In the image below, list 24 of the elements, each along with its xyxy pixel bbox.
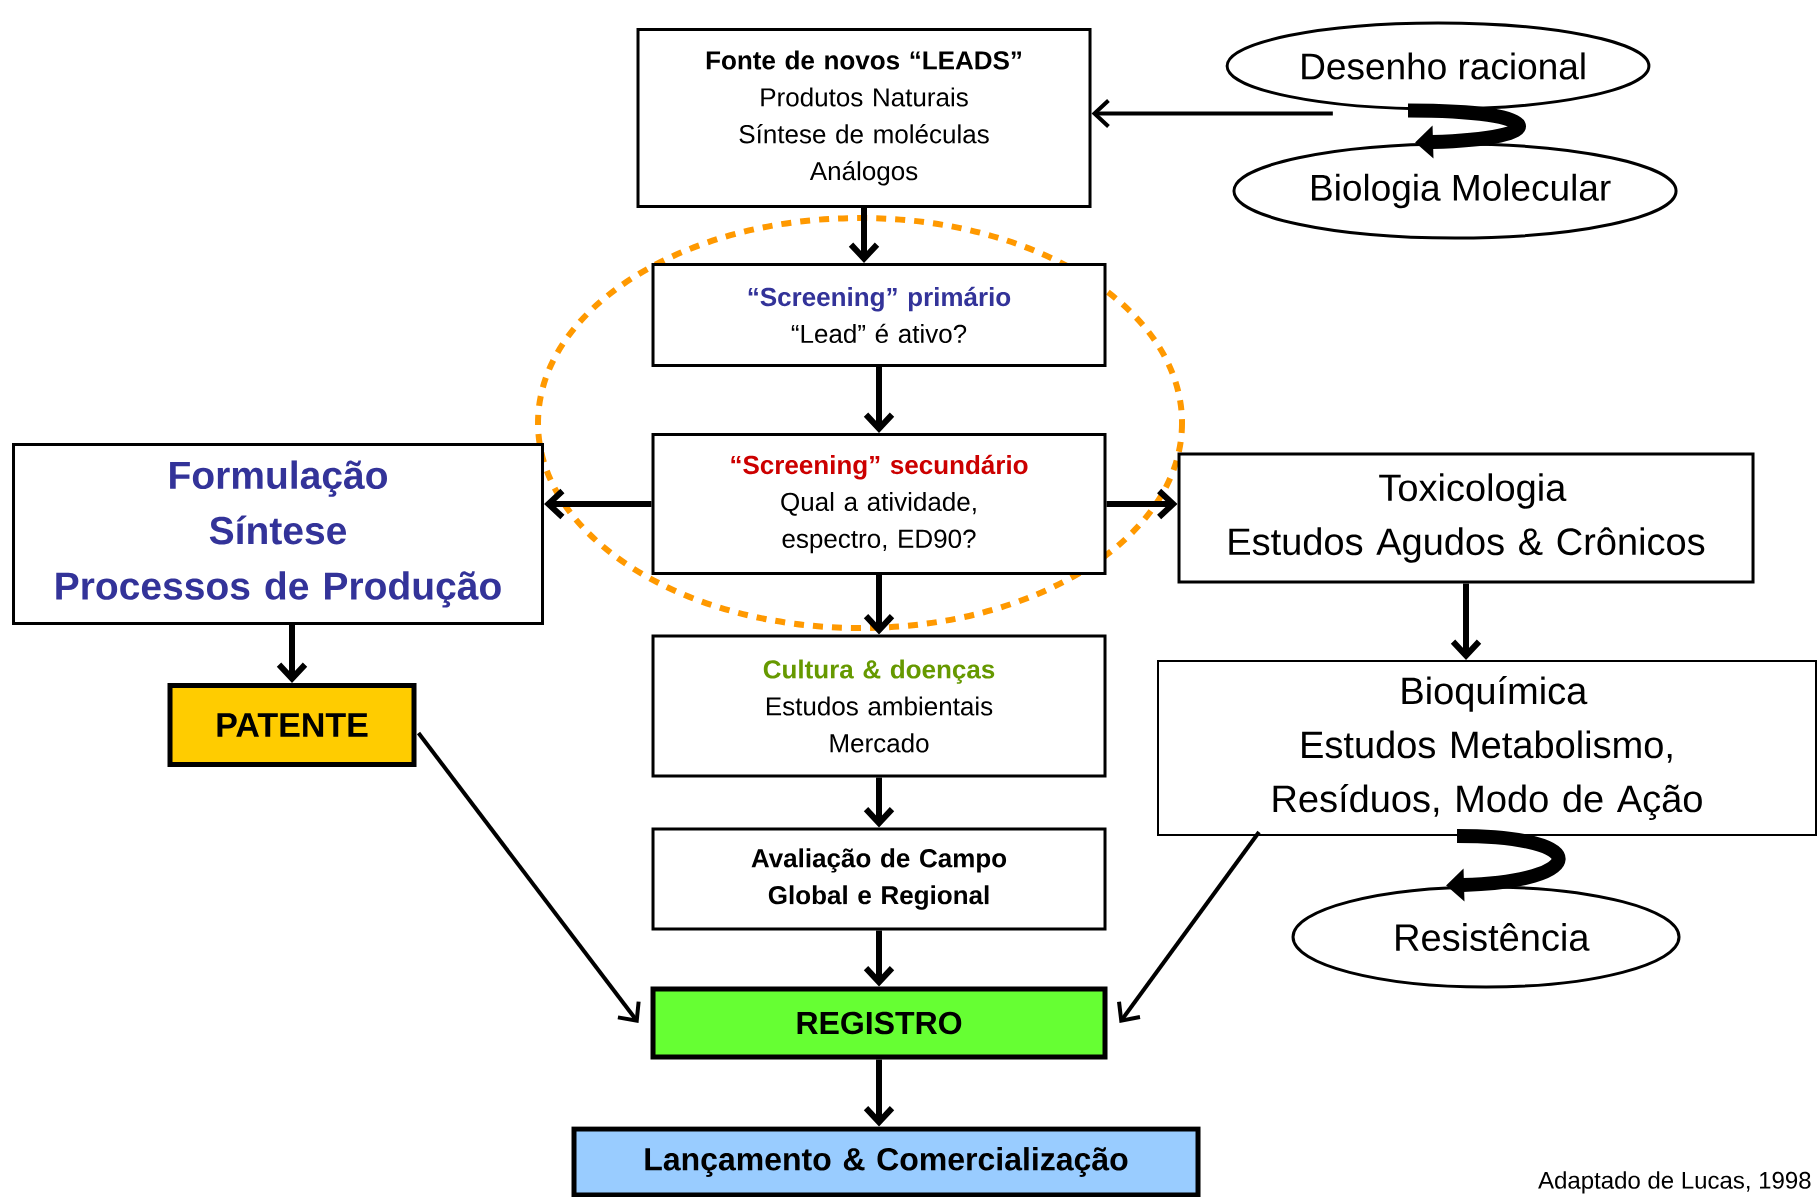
process-box: Lançamento & Comercialização [571, 1126, 1201, 1197]
arrow [1106, 488, 1178, 520]
process-box: Toxicologia Estudos Agudos & Crônicos [1177, 452, 1755, 584]
process-box: Cultura & doenças Estudos ambientais Mercado [651, 634, 1107, 778]
process-box: “Screening” secundário Qual a atividade, espectro, ED90? [651, 433, 1107, 575]
process-box: PATENTE [167, 683, 417, 767]
process-box: “Screening” primário “Lead” é ativo? [651, 263, 1107, 367]
ellipse-node: Resistência [1291, 885, 1681, 989]
curved-arrow [1407, 103, 1526, 159]
arrow [1450, 583, 1482, 660]
ellipse-node: Desenho racional [1225, 21, 1651, 111]
arrow [863, 367, 895, 433]
source-note: Adaptado de Lucas, 1998 [1538, 1171, 1811, 1194]
arrow [863, 1059, 895, 1127]
process-box: Formulação Síntese Processos de Produção [12, 443, 544, 625]
process-box: Bioquímica Estudos Metabolismo, Resíduos, Modo de Ação [1157, 660, 1818, 836]
process-box: REGISTRO [650, 986, 1108, 1060]
process-box: Fonte de novos “LEADS” Produtos Naturais Síntese de moléculas Análogos [636, 28, 1092, 208]
arrow [416, 731, 641, 1023]
process-box: Avaliação de Campo Global e Regional [651, 827, 1107, 931]
arrow [1117, 830, 1261, 1023]
arrow [1091, 99, 1333, 128]
arrow [544, 488, 652, 520]
ellipse-node: Biologia Molecular [1232, 142, 1678, 240]
